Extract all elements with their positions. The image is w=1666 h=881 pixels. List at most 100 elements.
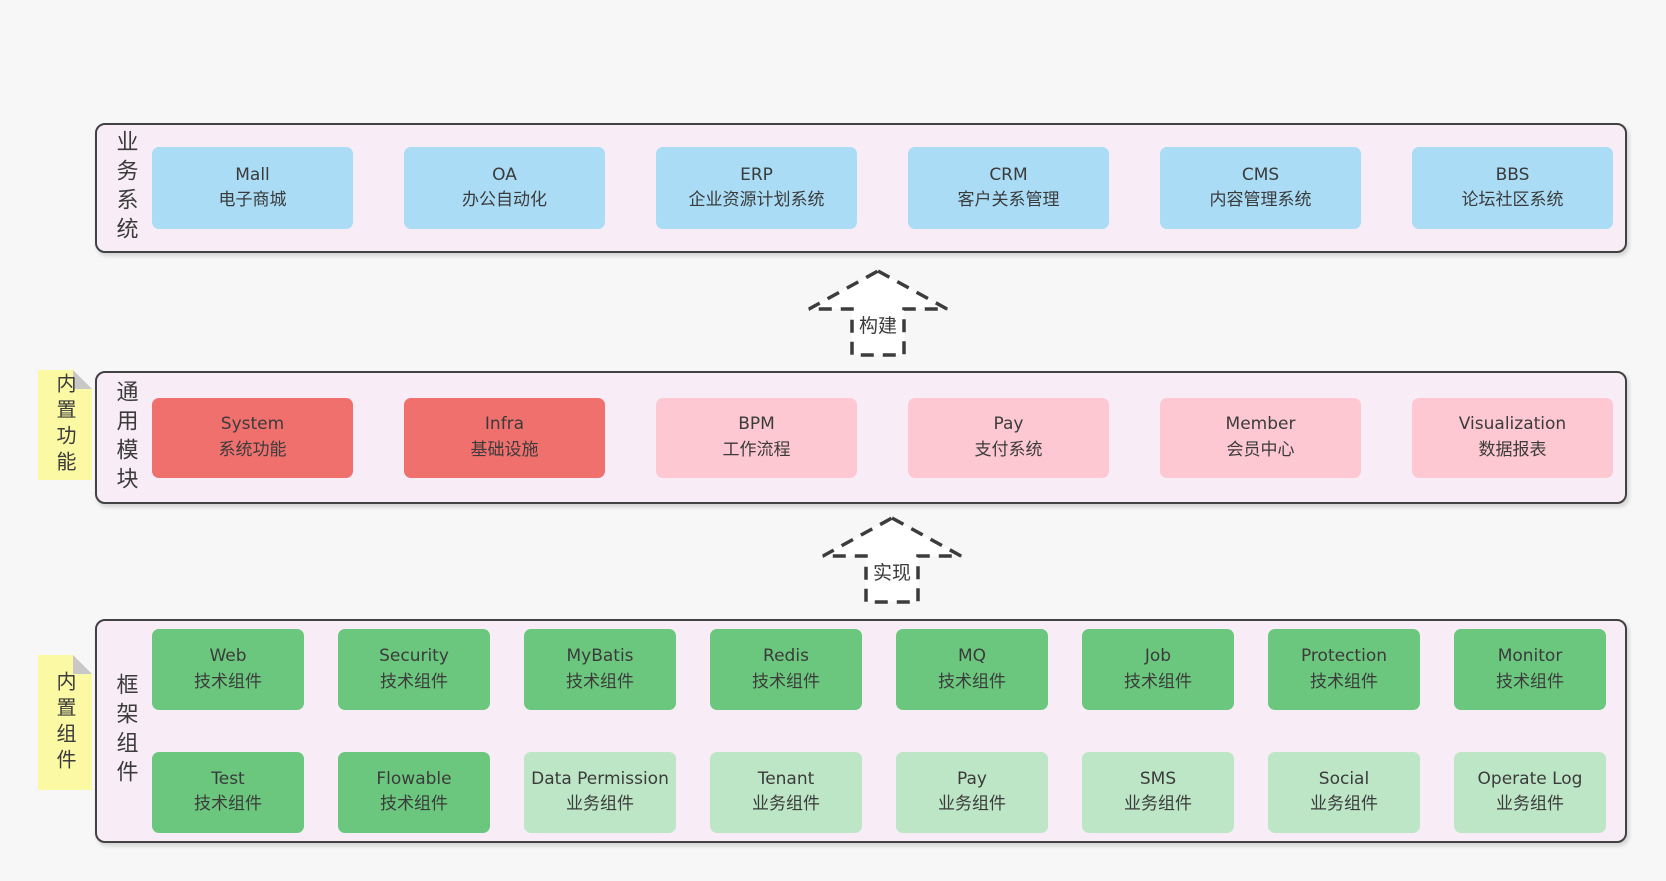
box-subtitle: 技术组件 (194, 794, 262, 815)
box-subtitle: 技术组件 (566, 671, 634, 692)
box-subtitle: 支付系统 (974, 439, 1043, 460)
layer-label-modules: 通用模块 (112, 379, 138, 496)
layer-label-business: 业务系统 (112, 130, 138, 246)
box-subtitle: 基础设施 (470, 439, 539, 460)
box-subtitle: 业务组件 (566, 794, 634, 815)
box-sms: SMS 业务组件 (1082, 751, 1234, 833)
box-title: ERP (740, 164, 773, 185)
components-rows: Web 技术组件 Security 技术组件 MyBatis 技术组件 Redi… (152, 621, 1625, 841)
layer-business-systems: 业务系统 Mall 电子商城 OA 办公自动化 ERP 企业资源计划系统 CRM… (95, 123, 1627, 253)
box-title: Security (379, 646, 449, 667)
box-title: BBS (1495, 164, 1530, 185)
arrow-build: 构建 (806, 268, 950, 358)
box-title: Test (211, 768, 245, 789)
box-subtitle: 会员中心 (1226, 439, 1295, 460)
box-title: Social (1318, 768, 1370, 789)
box-title: Tenant (757, 768, 815, 789)
box-member: Member 会员中心 (1160, 397, 1361, 478)
box-pay-component: Pay 业务组件 (896, 751, 1048, 833)
box-system: System 系统功能 (152, 397, 353, 478)
box-title: Web (209, 646, 247, 667)
box-subtitle: 业务组件 (752, 794, 820, 815)
box-security: Security 技术组件 (338, 629, 490, 711)
arrow-implement-label: 实现 (869, 557, 915, 586)
box-pay-module: Pay 支付系统 (908, 397, 1109, 478)
box-subtitle: 工作流程 (722, 439, 791, 460)
box-subtitle: 论坛社区系统 (1461, 190, 1564, 210)
arrow-implement: 实现 (820, 515, 964, 605)
box-tenant: Tenant 业务组件 (710, 751, 862, 833)
layer-framework-components: 框架组件 Web 技术组件 Security 技术组件 MyBatis 技术组件… (95, 619, 1627, 843)
box-crm: CRM 客户关系管理 (908, 147, 1109, 229)
box-subtitle: 技术组件 (752, 671, 820, 692)
box-subtitle: 客户关系管理 (957, 190, 1060, 210)
sticky-note-builtin-components: 内置组件 (38, 655, 92, 790)
layer-common-modules: 通用模块 System 系统功能 Infra 基础设施 BPM 工作流程 Pay… (95, 371, 1627, 504)
box-title: MyBatis (566, 646, 634, 667)
box-title: System (220, 414, 285, 434)
box-subtitle: 业务组件 (1310, 794, 1378, 815)
box-subtitle: 办公自动化 (462, 190, 547, 210)
box-title: Data Permission (531, 768, 669, 789)
box-subtitle: 内容管理系统 (1209, 190, 1312, 210)
box-bbs: BBS 论坛社区系统 (1412, 147, 1613, 229)
business-box-row: Mall 电子商城 OA 办公自动化 ERP 企业资源计划系统 CRM 客户关系… (152, 125, 1625, 251)
box-subtitle: 企业资源计划系统 (688, 190, 825, 210)
box-title: CRM (989, 164, 1028, 185)
box-title: Member (1225, 414, 1296, 434)
box-subtitle: 技术组件 (1124, 671, 1192, 692)
arrow-build-label: 构建 (855, 310, 901, 339)
box-bpm: BPM 工作流程 (656, 397, 857, 478)
box-subtitle: 技术组件 (380, 671, 448, 692)
box-erp: ERP 企业资源计划系统 (656, 147, 857, 229)
box-web: Web 技术组件 (152, 629, 304, 711)
box-test: Test 技术组件 (152, 751, 304, 833)
box-subtitle: 技术组件 (380, 794, 448, 815)
box-title: Job (1144, 646, 1172, 667)
box-mall: Mall 电子商城 (152, 147, 353, 229)
box-cms: CMS 内容管理系统 (1160, 147, 1361, 229)
box-title: Redis (763, 646, 809, 667)
box-title: OA (492, 164, 517, 185)
box-mq: MQ 技术组件 (896, 629, 1048, 711)
box-title: BPM (738, 414, 775, 434)
box-flowable: Flowable 技术组件 (338, 751, 490, 833)
box-title: Flowable (376, 768, 452, 789)
sticky-note-builtin-features: 内置功能 (38, 370, 92, 480)
box-monitor: Monitor 技术组件 (1454, 629, 1606, 711)
box-title: CMS (1241, 164, 1280, 185)
box-oa: OA 办公自动化 (404, 147, 605, 229)
box-job: Job 技术组件 (1082, 629, 1234, 711)
box-title: SMS (1139, 768, 1177, 789)
box-title: Protection (1300, 646, 1387, 667)
box-social: Social 业务组件 (1268, 751, 1420, 833)
box-subtitle: 系统功能 (218, 439, 287, 460)
modules-box-row: System 系统功能 Infra 基础设施 BPM 工作流程 Pay 支付系统… (152, 373, 1625, 502)
sticky-label: 内置功能 (53, 373, 77, 477)
box-protection: Protection 技术组件 (1268, 629, 1420, 711)
sticky-paper (38, 655, 92, 790)
box-title: Monitor (1497, 646, 1563, 667)
box-title: Operate Log (1477, 768, 1583, 789)
box-title: Pay (957, 768, 987, 789)
components-row-1: Web 技术组件 Security 技术组件 MyBatis 技术组件 Redi… (152, 621, 1625, 719)
box-subtitle: 业务组件 (1496, 794, 1564, 815)
box-title: MQ (957, 646, 987, 667)
box-title: Mall (235, 164, 270, 185)
box-redis: Redis 技术组件 (710, 629, 862, 711)
box-subtitle: 技术组件 (1496, 671, 1564, 692)
box-title: Infra (484, 414, 525, 434)
layer-label-components: 框架组件 (112, 673, 138, 789)
box-subtitle: 技术组件 (1310, 671, 1378, 692)
box-subtitle: 数据报表 (1478, 439, 1547, 460)
box-subtitle: 业务组件 (1124, 794, 1192, 815)
box-title: Visualization (1458, 414, 1567, 434)
box-mybatis: MyBatis 技术组件 (524, 629, 676, 711)
box-data-permission: Data Permission 业务组件 (524, 751, 676, 833)
box-subtitle: 业务组件 (938, 794, 1006, 815)
box-infra: Infra 基础设施 (404, 397, 605, 478)
box-title: Pay (993, 414, 1024, 434)
box-subtitle: 电子商城 (218, 190, 287, 210)
box-subtitle: 技术组件 (194, 671, 262, 692)
